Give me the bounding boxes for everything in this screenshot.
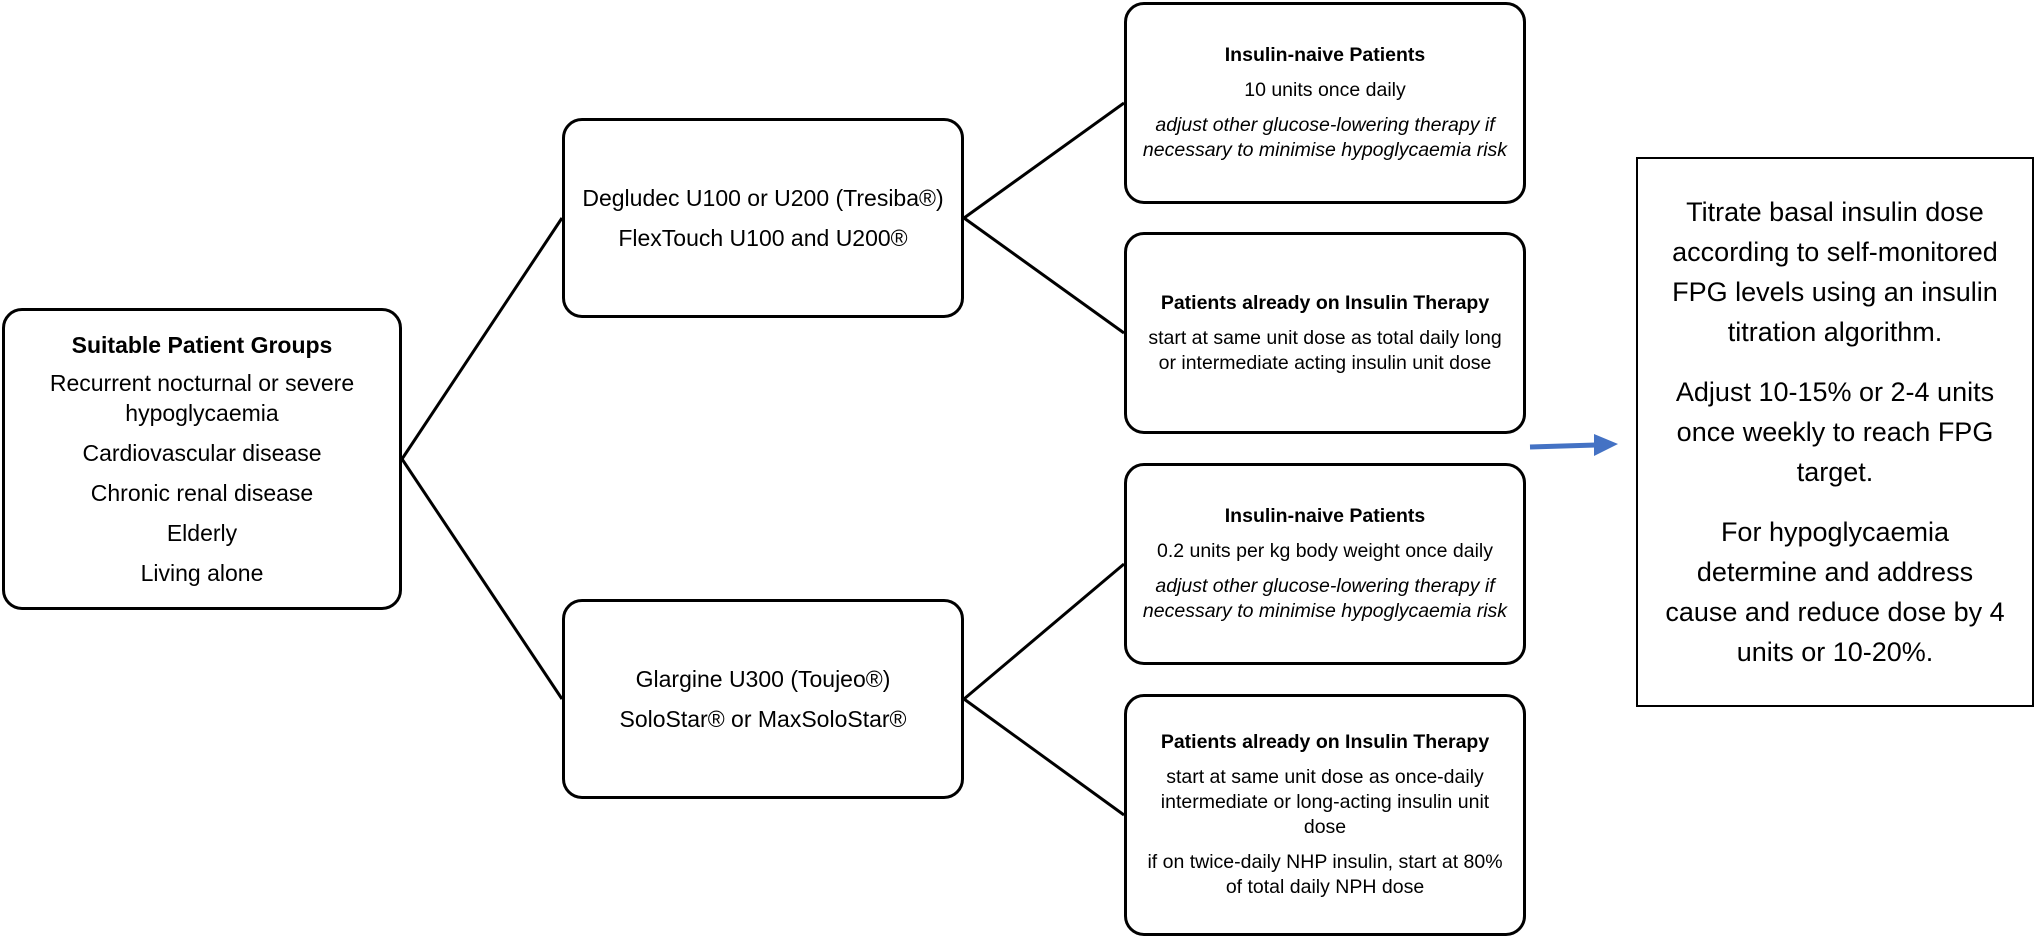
suitable-patient-groups-title: Suitable Patient Groups: [71, 332, 333, 358]
arrow-to-titration-shaft: [1529, 442, 1597, 450]
titration-paragraph: For hypoglycaemia determine and address …: [1665, 517, 2005, 667]
dose-box-title: Insulin-naive Patients: [1224, 505, 1426, 527]
dose-box-text-nph: if on twice-daily NHP insulin, start at …: [1147, 851, 1503, 898]
group-item-elderly: Elderly: [166, 520, 238, 546]
degludec-name: Degludec U100 or U200 (Tresiba®): [582, 185, 944, 211]
dose-box-title: Patients already on Insulin Therapy: [1160, 731, 1490, 753]
group-item-hypoglycaemia: Recurrent nocturnal or severe hypoglycae…: [49, 370, 355, 426]
dose-box-note: adjust other glucose-lowering therapy if…: [1142, 575, 1508, 622]
glargine-insulin-naive-box: Insulin-naive Patients 0.2 units per kg …: [1124, 463, 1526, 665]
group-item-cardiovascular: Cardiovascular disease: [82, 440, 322, 466]
titration-paragraph: Titrate basal insulin dose according to …: [1672, 197, 1998, 347]
degludec-insulin-naive-box: Insulin-naive Patients 10 units once dai…: [1124, 2, 1526, 204]
dose-box-text: 10 units once daily: [1244, 79, 1406, 101]
connector-degludec-to-insulin: [963, 216, 1125, 335]
connector-groups-to-degludec: [400, 217, 564, 460]
glargine-device: SoloStar® or MaxSoloStar®: [619, 706, 907, 732]
glargine-product-box: Glargine U300 (Toujeo®) SoloStar® or Max…: [562, 599, 964, 799]
connector-degludec-to-naive: [963, 101, 1125, 220]
titration-paragraph: Adjust 10-15% or 2-4 units once weekly t…: [1675, 377, 1995, 487]
glargine-name: Glargine U300 (Toujeo®): [635, 666, 891, 692]
titration-box: Titrate basal insulin dose according to …: [1636, 157, 2034, 707]
suitable-patient-groups-box: Suitable Patient Groups Recurrent noctur…: [2, 308, 402, 610]
arrow-to-titration-head: [1594, 434, 1618, 456]
dose-box-title: Insulin-naive Patients: [1224, 44, 1426, 66]
connector-glargine-to-naive: [963, 562, 1125, 701]
connector-groups-to-glargine: [400, 458, 564, 700]
dose-box-text: 0.2 units per kg body weight once daily: [1156, 540, 1494, 562]
degludec-on-insulin-box: Patients already on Insulin Therapy star…: [1124, 232, 1526, 434]
degludec-product-box: Degludec U100 or U200 (Tresiba®) FlexTou…: [562, 118, 964, 318]
dose-box-text: start at same unit dose as total daily l…: [1148, 326, 1502, 374]
group-item-living-alone: Living alone: [140, 560, 264, 586]
group-item-renal: Chronic renal disease: [90, 480, 314, 506]
dose-box-text: start at same unit dose as once-daily in…: [1160, 766, 1490, 838]
dose-box-title: Patients already on Insulin Therapy: [1160, 291, 1490, 314]
dose-box-note: adjust other glucose-lowering therapy if…: [1142, 114, 1508, 161]
degludec-device: FlexTouch U100 and U200®: [618, 225, 908, 251]
glargine-on-insulin-box: Patients already on Insulin Therapy star…: [1124, 694, 1526, 936]
connector-glargine-to-insulin: [963, 697, 1125, 817]
